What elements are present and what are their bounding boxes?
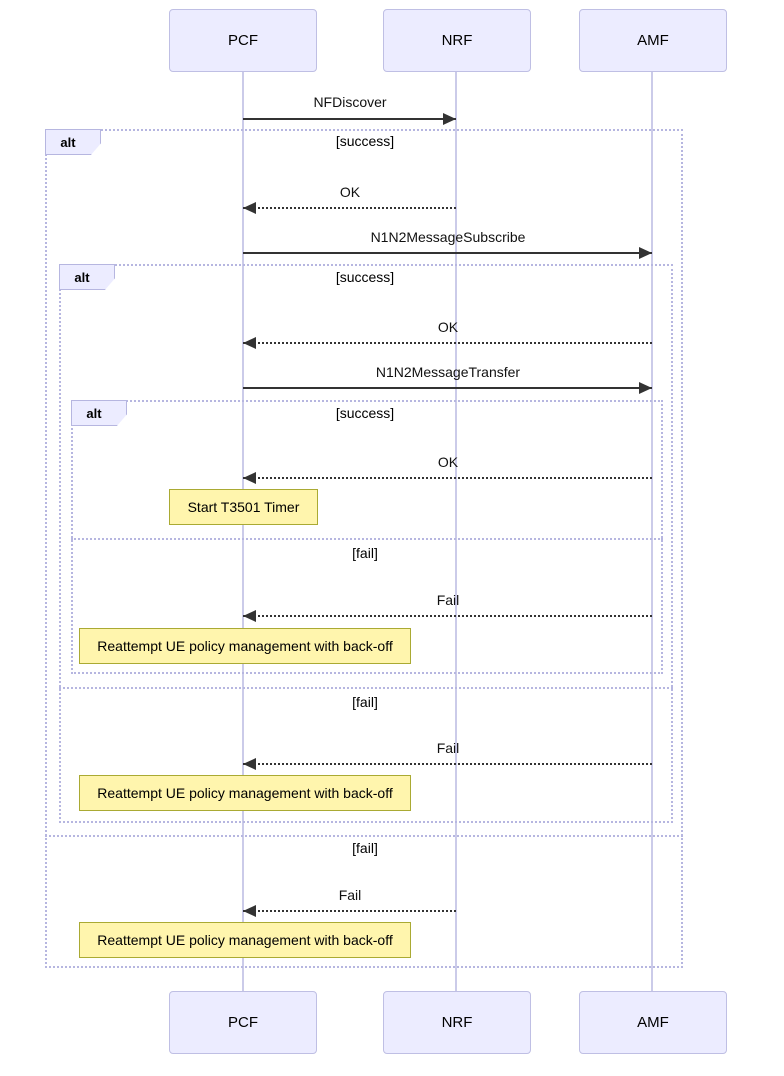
alt-frame-inner xyxy=(71,400,663,674)
participant-nrf-top: NRF xyxy=(383,9,531,72)
arrowhead-right-icon xyxy=(443,113,456,125)
arrowhead-left-icon xyxy=(243,758,256,770)
message-line-fail-3 xyxy=(243,910,456,912)
lifeline-pcf xyxy=(242,72,244,991)
note-reattempt-3: Reattempt UE policy management with back… xyxy=(79,922,411,958)
message-label-ok-1: OK xyxy=(339,184,361,200)
arrowhead-left-icon xyxy=(243,337,256,349)
alt-frame-outer xyxy=(45,129,683,968)
alt-operator-label-outer: alt xyxy=(45,129,101,155)
alt-divider-middle xyxy=(59,687,673,689)
message-label-n1n2messagesubscribe: N1N2MessageSubscribe xyxy=(370,229,526,245)
message-line-fail-2 xyxy=(243,763,652,765)
alt-operator-label-inner: alt xyxy=(71,400,127,426)
alt-success-label-middle: [success] xyxy=(332,269,398,285)
note-reattempt-1: Reattempt UE policy management with back… xyxy=(79,628,411,664)
participant-nrf-bottom: NRF xyxy=(383,991,531,1054)
alt-divider-inner xyxy=(71,538,663,540)
message-line-n1n2messagesubscribe xyxy=(243,252,652,254)
alt-operator-label-middle: alt xyxy=(59,264,115,290)
alt-success-label-outer: [success] xyxy=(332,133,398,149)
alt-fail-label-outer: [fail] xyxy=(349,840,381,856)
arrowhead-left-icon xyxy=(243,202,256,214)
note-reattempt-2: Reattempt UE policy management with back… xyxy=(79,775,411,811)
message-label-n1n2messagetransfer: N1N2MessageTransfer xyxy=(375,364,521,380)
alt-fail-label-middle: [fail] xyxy=(349,694,381,710)
arrowhead-left-icon xyxy=(243,472,256,484)
participant-amf-top: AMF xyxy=(579,9,727,72)
message-label-fail-2: Fail xyxy=(436,740,460,756)
participant-pcf-bottom: PCF xyxy=(169,991,317,1054)
alt-frame-middle xyxy=(59,264,673,823)
participant-amf-bottom: AMF xyxy=(579,991,727,1054)
alt-fail-label-inner: [fail] xyxy=(349,545,381,561)
arrowhead-right-icon xyxy=(639,247,652,259)
message-line-ok-2 xyxy=(243,342,652,344)
participant-pcf-top: PCF xyxy=(169,9,317,72)
alt-success-label-inner: [success] xyxy=(332,405,398,421)
arrowhead-right-icon xyxy=(639,382,652,394)
arrowhead-left-icon xyxy=(243,610,256,622)
message-line-ok-1 xyxy=(243,207,456,209)
message-label-ok-2: OK xyxy=(437,319,459,335)
message-line-nfdiscover xyxy=(243,118,456,120)
message-line-fail-1 xyxy=(243,615,652,617)
alt-divider-outer xyxy=(45,835,683,837)
message-line-ok-3 xyxy=(243,477,652,479)
message-label-fail-1: Fail xyxy=(436,592,460,608)
lifeline-nrf xyxy=(455,72,457,991)
arrowhead-left-icon xyxy=(243,905,256,917)
note-start-t3501-timer: Start T3501 Timer xyxy=(169,489,318,525)
message-line-n1n2messagetransfer xyxy=(243,387,652,389)
message-label-ok-3: OK xyxy=(437,454,459,470)
message-label-nfdiscover: NFDiscover xyxy=(313,94,387,110)
lifeline-amf xyxy=(651,72,653,991)
message-label-fail-3: Fail xyxy=(338,887,362,903)
